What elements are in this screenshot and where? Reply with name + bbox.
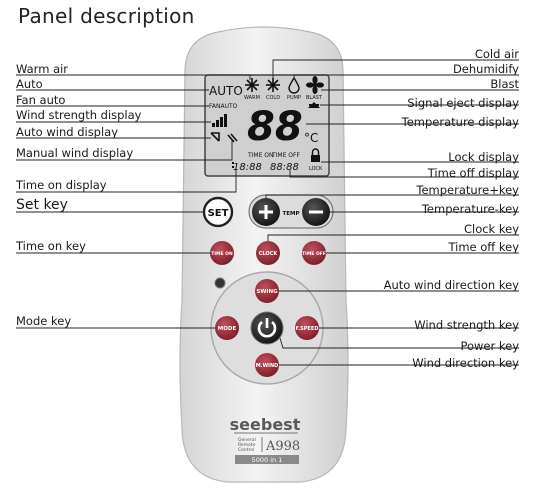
- temperature-minus-button[interactable]: [302, 198, 330, 226]
- label-auto: Auto: [16, 77, 43, 91]
- label-wind-strength-key: Wind strength key: [414, 318, 519, 332]
- temperature-plus-button[interactable]: [252, 198, 280, 226]
- lcd-warm-text: WARM: [244, 95, 260, 101]
- brand-small-line-2: Remote: [238, 442, 256, 448]
- lcd-temperature-unit: °C: [304, 131, 318, 145]
- brand-tagline-bar: [235, 455, 299, 464]
- brand-model: A998: [265, 439, 300, 454]
- temp-label: TEMP: [282, 211, 299, 217]
- label-set-key: Set key: [16, 197, 68, 213]
- label-time-off-display: Time off display: [427, 166, 519, 180]
- clock-button[interactable]: CLOCK: [256, 241, 280, 265]
- mode-button[interactable]: MODE: [215, 316, 239, 340]
- left-leader-lines: [16, 74, 251, 329]
- label-fan-auto: Fan auto: [16, 93, 65, 107]
- lcd-blast-text: BLAST: [306, 95, 323, 101]
- fan-blast-icon: [306, 76, 324, 94]
- mode-button-label: MODE: [218, 326, 237, 332]
- lcd-time-off-digits: 88:88: [270, 162, 299, 173]
- swing-button-label: SWING: [256, 289, 278, 295]
- set-button[interactable]: SET: [202, 196, 234, 228]
- plus-icon: [259, 205, 273, 219]
- label-auto-wind-direction-key: Auto wind direction key: [384, 278, 520, 292]
- time-on-button[interactable]: TIME ON: [210, 241, 234, 265]
- brand-small-line-3: Control: [238, 447, 254, 453]
- lcd-pump-text: PUMP: [287, 95, 301, 101]
- label-temperature-minus-key: Temperature-key: [421, 202, 519, 216]
- label-manual-wind-display: Manual wind display: [16, 146, 133, 160]
- lcd-time-on-label: TIME ON: [247, 152, 274, 159]
- fan-speed-button-label: F.SPEED: [296, 326, 319, 332]
- brand-small-line-1: General: [238, 437, 256, 443]
- fan-speed-button[interactable]: F.SPEED: [295, 316, 319, 340]
- m-wind-button[interactable]: M.WIND: [255, 353, 279, 377]
- power-button[interactable]: [250, 311, 284, 345]
- label-auto-wind-display: Auto wind display: [16, 125, 118, 139]
- lcd-lock-text: LOCK: [309, 166, 323, 172]
- label-wind-strength-display: Wind strength display: [16, 108, 142, 122]
- brand-name: seebest: [230, 415, 301, 434]
- brand-tagline: 5000 in 1: [252, 456, 283, 464]
- right-leader-lines: [265, 59, 519, 366]
- label-blast: Blast: [490, 77, 519, 91]
- m-wind-button-label: M.WIND: [256, 363, 279, 369]
- time-off-button[interactable]: TIME OFF: [302, 241, 326, 265]
- label-signal-eject-display: Signal eject display: [407, 96, 519, 110]
- label-lock-display: Lock display: [448, 150, 519, 164]
- label-cold-air: Cold air: [475, 47, 519, 61]
- label-time-on-display: Time on display: [15, 178, 107, 192]
- label-clock-key: Clock key: [464, 222, 519, 236]
- lcd-screen: [204, 74, 330, 177]
- wind-strength-bars-icon: [212, 114, 227, 127]
- lcd-fanauto-text: FANAUTO: [209, 103, 238, 110]
- cold-snowflake-icon: [266, 78, 280, 92]
- label-temperature-display: Temperature display: [401, 115, 520, 129]
- snowflake-icon: [245, 78, 259, 92]
- label-wind-direction-key: Wind direction key: [412, 356, 519, 370]
- clock-small-icon: [232, 162, 234, 168]
- power-icon: [257, 318, 277, 338]
- label-time-off-key: Time off key: [447, 240, 519, 254]
- lcd-temperature-digits: 88: [247, 104, 303, 150]
- swing-button[interactable]: SWING: [255, 279, 279, 303]
- lcd-time-on-digits: 18:88: [233, 162, 262, 173]
- lock-icon: [311, 148, 320, 162]
- lcd-auto-text: AUTO: [209, 84, 243, 98]
- label-time-on-key: Time on key: [15, 239, 86, 253]
- auto-wind-icon: [210, 132, 220, 142]
- signal-icon: [308, 102, 320, 108]
- lcd-time-off-label: TIME OFF: [271, 152, 300, 159]
- label-dehumidify: Dehumidify: [453, 62, 519, 76]
- label-warm-air: Warm air: [16, 62, 68, 76]
- label-power-key: Power key: [460, 339, 519, 353]
- manual-wind-icon: [227, 133, 238, 143]
- water-drop-icon: [288, 76, 300, 94]
- time-off-button-label: TIME OFF: [302, 251, 326, 257]
- indicator-led: [214, 277, 226, 289]
- time-on-button-label: TIME ON: [211, 251, 233, 257]
- lcd-cold-text: COLD: [266, 95, 280, 101]
- page-title: Panel description: [18, 4, 195, 28]
- set-button-label: SET: [208, 208, 229, 219]
- label-mode-key: Mode key: [16, 314, 71, 328]
- label-temperature-plus-key: Temperature+key: [415, 183, 519, 197]
- clock-button-label: CLOCK: [259, 251, 279, 257]
